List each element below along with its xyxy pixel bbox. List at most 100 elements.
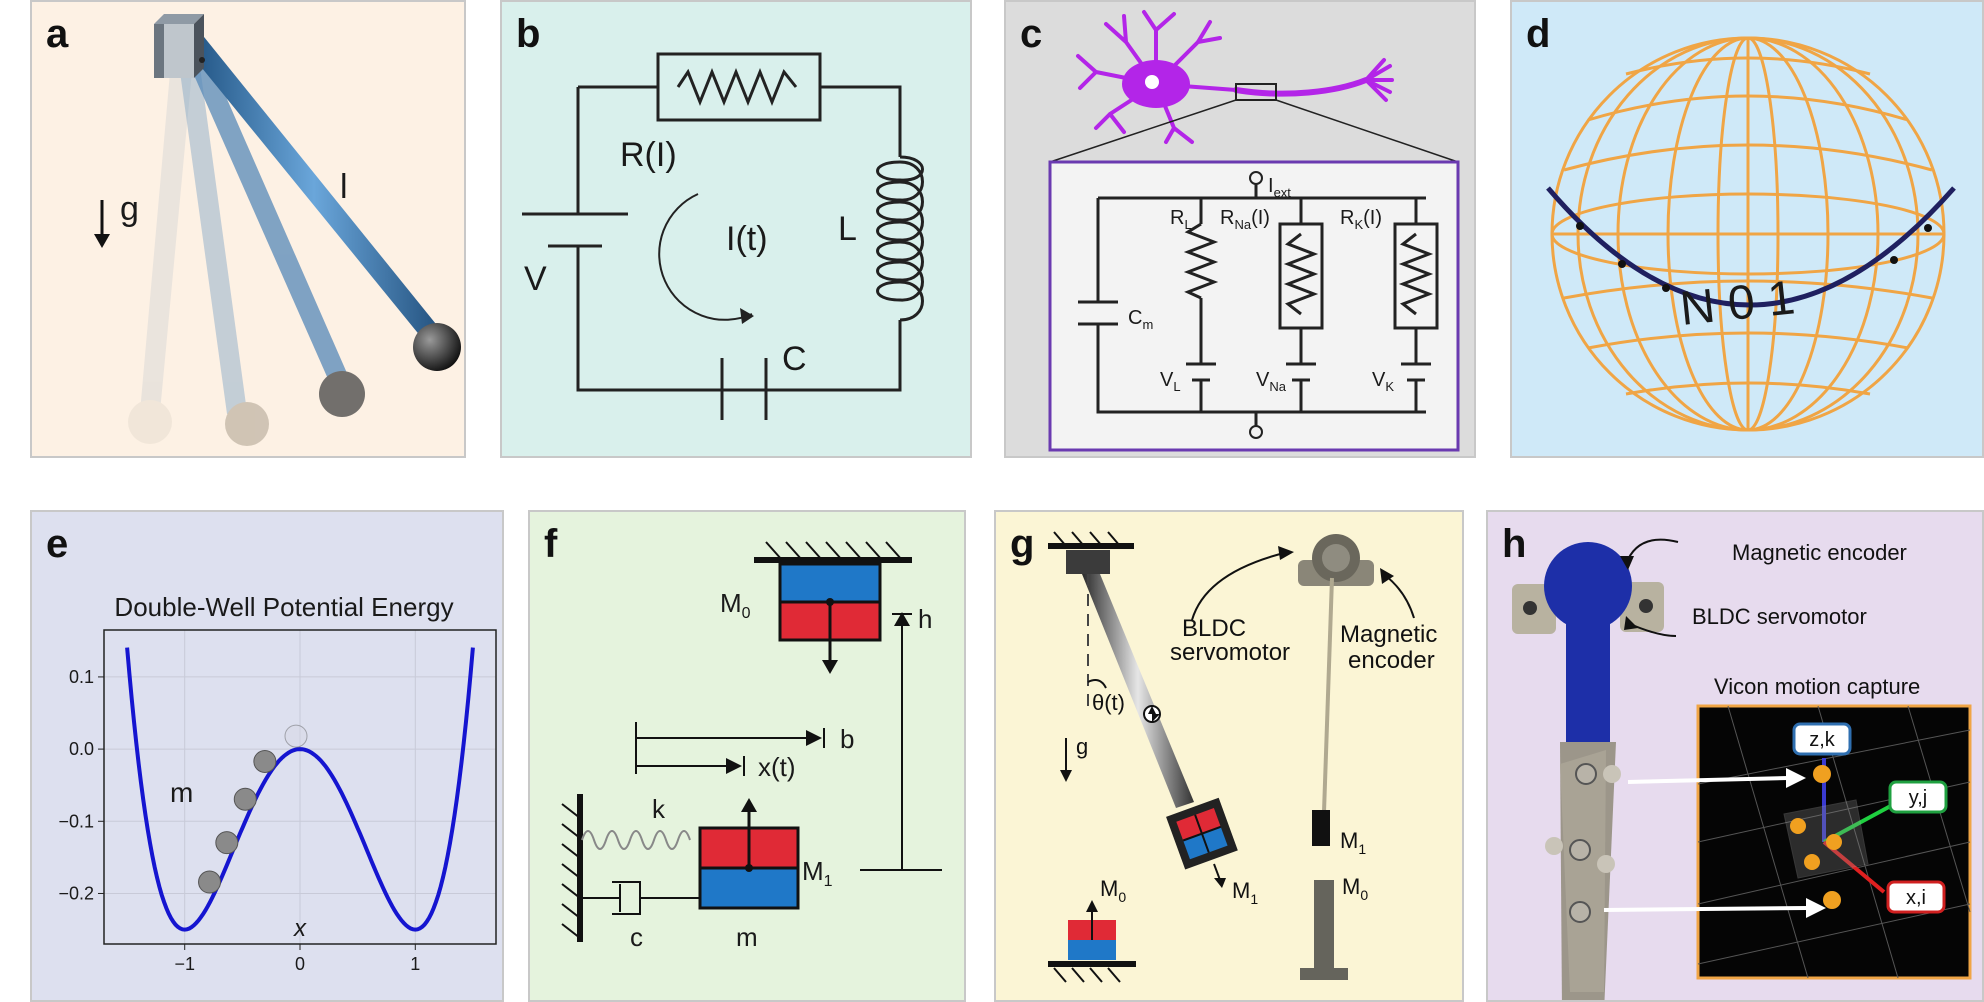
vk-label: VK (1372, 369, 1394, 394)
theta-label: θ(t) (1092, 690, 1125, 715)
current-arrowhead (740, 308, 754, 324)
bldc-label-line2: servomotor (1170, 639, 1290, 666)
k-label: k (652, 794, 666, 824)
g-com-fill (1148, 706, 1160, 722)
panel-a: a (30, 0, 466, 458)
x-axis (1822, 840, 1886, 894)
m0-top-half (778, 562, 882, 604)
terminal-bottom (1249, 425, 1263, 439)
g-floor-hatch (1053, 967, 1121, 983)
mass-ball (253, 749, 277, 773)
chart-grid (104, 630, 496, 944)
voltage-label: V (524, 260, 547, 298)
zk-badge (1792, 722, 1852, 756)
mass-label: m (170, 777, 193, 808)
x-tick-label: −1 (174, 954, 195, 974)
marker (1823, 891, 1841, 909)
h-arrow-1 (1627, 776, 1789, 784)
rk-label: RK(I) (1340, 207, 1382, 232)
x-tick-label: 1 (410, 954, 420, 974)
panel-h: h Magnetic encoder BLDC servomotor Vicon… (1486, 510, 1984, 1002)
g-gravity-arrowhead (1060, 770, 1072, 782)
g-bob (1166, 797, 1238, 870)
panel-c: c I (1004, 0, 1476, 458)
pendulum-ghost-1 (128, 50, 194, 444)
length-label: l (340, 168, 348, 206)
band-dot (1618, 260, 1626, 268)
pendulum-illustration: g l (94, 14, 461, 446)
spring (581, 830, 691, 850)
resistor-label: R(I) (620, 136, 677, 174)
c-label: c (630, 922, 643, 952)
chart-balls (198, 724, 308, 894)
inductor-coil (876, 155, 924, 322)
marker (1790, 818, 1806, 834)
g-m0-label: M0 (1100, 876, 1126, 905)
vna-label: VNa (1256, 369, 1287, 394)
panel-d-label: d (1526, 12, 1551, 56)
y-tick-label: −0.1 (58, 811, 94, 831)
vicon-setup: Magnetic encoder BLDC servomotor Vicon m… (1512, 538, 1972, 1000)
m0-center (826, 598, 834, 606)
x-arrowhead (726, 758, 742, 774)
h-arrow-2 (1603, 906, 1809, 912)
pendulum-hardware: θ(t) M1 g M0 M1 (1048, 531, 1437, 983)
m1-arrowhead (741, 798, 757, 812)
m1-label: M1 (802, 856, 833, 890)
band-dot (1576, 222, 1584, 230)
h-arrow-1-head (1786, 768, 1806, 788)
g-bob-arrowhead (1214, 878, 1226, 888)
h-pendulum-photo (1512, 542, 1664, 1000)
g-m0-arrowhead (1086, 900, 1098, 912)
resistor-box (656, 52, 822, 122)
rl-label: RL (1170, 207, 1192, 232)
h-servo-label: BLDC servomotor (1692, 604, 1867, 629)
m0-label: M0 (720, 588, 751, 622)
gravity-arrow (94, 200, 110, 248)
mass-ball (215, 831, 239, 855)
neuron-circuit: Iext RL RNa(I) RK(I) Cm VL VNa VK (1048, 10, 1460, 452)
pendulum-rod (184, 32, 461, 371)
h-arrowhead (894, 612, 910, 626)
mass-spring-diagram: M0 h b x(t) M1 k c m (561, 541, 942, 952)
panel-a-label: a (46, 12, 69, 56)
h-encoder-arrowhead (1620, 556, 1634, 570)
band-text: N 0 1 (1678, 271, 1798, 336)
yj-label: y,j (1909, 787, 1928, 809)
g-gravity-label: g (1076, 734, 1088, 759)
damper (582, 881, 700, 915)
panel-b-label: b (516, 12, 541, 56)
chart-title: Double-Well Potential Energy (114, 592, 453, 622)
marker (1826, 834, 1842, 850)
encoder-label-line2: encoder (1348, 647, 1435, 674)
g-pivot (1066, 550, 1110, 574)
sphere-illustration: N 0 1 (1546, 36, 1956, 432)
rlc-circuit: R(I) I(t) L V C (522, 52, 924, 420)
zoom-line-right (1275, 99, 1459, 163)
y-tick-label: 0.1 (69, 667, 94, 687)
hodgkin-huxley-box (1048, 160, 1460, 452)
bldc-arrow (1191, 551, 1289, 621)
b-arrowhead (806, 730, 822, 746)
marker (1804, 854, 1820, 870)
y-tick-label: −0.2 (58, 883, 94, 903)
mass-ball (233, 787, 257, 811)
h-servo-arrowhead (1624, 616, 1638, 630)
m1-center (745, 864, 753, 872)
band-dot (1662, 284, 1670, 292)
g-ceiling-hatch (1053, 531, 1121, 547)
cm-label: Cm (1128, 307, 1153, 332)
chart-series-line (125, 647, 475, 932)
xi-badge (1886, 880, 1946, 914)
m1-bottom-half (698, 866, 800, 910)
bldc-label-line1: BLDC (1182, 615, 1246, 642)
b-label: b (840, 724, 854, 754)
sphere-band (1546, 186, 1956, 308)
encoder-arrow (1385, 575, 1415, 619)
inductor-label: L (838, 210, 857, 248)
panel-f-label: f (544, 522, 558, 566)
h-vicon-label: Vicon motion capture (1714, 674, 1920, 699)
bldc-arrowhead (1278, 546, 1294, 560)
